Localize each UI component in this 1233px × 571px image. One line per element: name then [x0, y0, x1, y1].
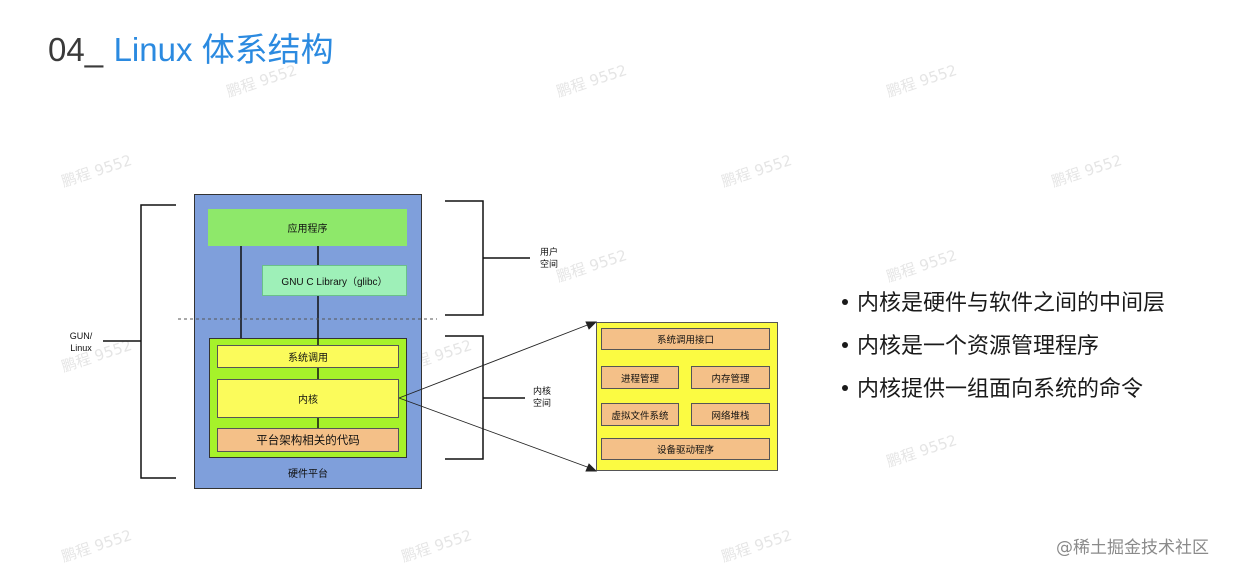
list-item: 内核是一个资源管理程序 — [842, 328, 1165, 371]
gnu-linux-line1: GUN/ — [69, 331, 93, 341]
list-item: 内核是硬件与软件之间的中间层 — [842, 285, 1165, 328]
bullet-text: 内核是一个资源管理程序 — [857, 334, 1100, 359]
gnu-linux-label: GUN/ Linux — [62, 330, 100, 354]
bullet-list: 内核是硬件与软件之间的中间层 内核是一个资源管理程序 内核提供一组面向系统的命令 — [842, 285, 1165, 414]
detail-net-stack: 网络堆栈 — [691, 403, 770, 426]
bullet-text: 内核提供一组面向系统的命令 — [857, 377, 1144, 402]
user-space-line2: 空间 — [539, 259, 558, 269]
detail-process-mgmt: 进程管理 — [601, 366, 679, 389]
source-credit: @稀土掘金技术社区 — [1056, 538, 1209, 558]
title-text: Linux 体系结构 — [113, 31, 334, 68]
bullet-text: 内核是硬件与软件之间的中间层 — [857, 291, 1166, 316]
detail-syscall-interface: 系统调用接口 — [601, 328, 770, 350]
detail-memory-mgmt: 内存管理 — [691, 366, 770, 389]
user-space-label: 用户 空间 — [532, 246, 566, 270]
kernel-block: 内核 — [217, 379, 399, 418]
detail-drivers: 设备驱动程序 — [601, 438, 770, 460]
gnu-linux-line2: Linux — [70, 343, 92, 353]
bullet-dot-icon — [842, 342, 848, 348]
kernel-space-label: 内核 空间 — [525, 385, 559, 409]
list-item: 内核提供一组面向系统的命令 — [842, 371, 1165, 414]
kernel-space-line2: 空间 — [532, 398, 551, 408]
detail-vfs: 虚拟文件系统 — [601, 403, 679, 426]
kernel-space-line1: 内核 — [532, 386, 551, 396]
glibc-block: GNU C Library（glibc） — [262, 265, 407, 296]
title-number: 04_ — [48, 31, 104, 68]
page-title: 04_ Linux 体系结构 — [48, 28, 334, 72]
arch-code-block: 平台架构相关的代码 — [217, 428, 399, 452]
user-space-line1: 用户 — [539, 247, 558, 257]
bullet-dot-icon — [842, 299, 848, 305]
hardware-label: 硬件平台 — [288, 469, 328, 480]
syscall-block: 系统调用 — [217, 345, 399, 368]
app-block: 应用程序 — [208, 209, 407, 246]
bullet-dot-icon — [842, 385, 848, 391]
